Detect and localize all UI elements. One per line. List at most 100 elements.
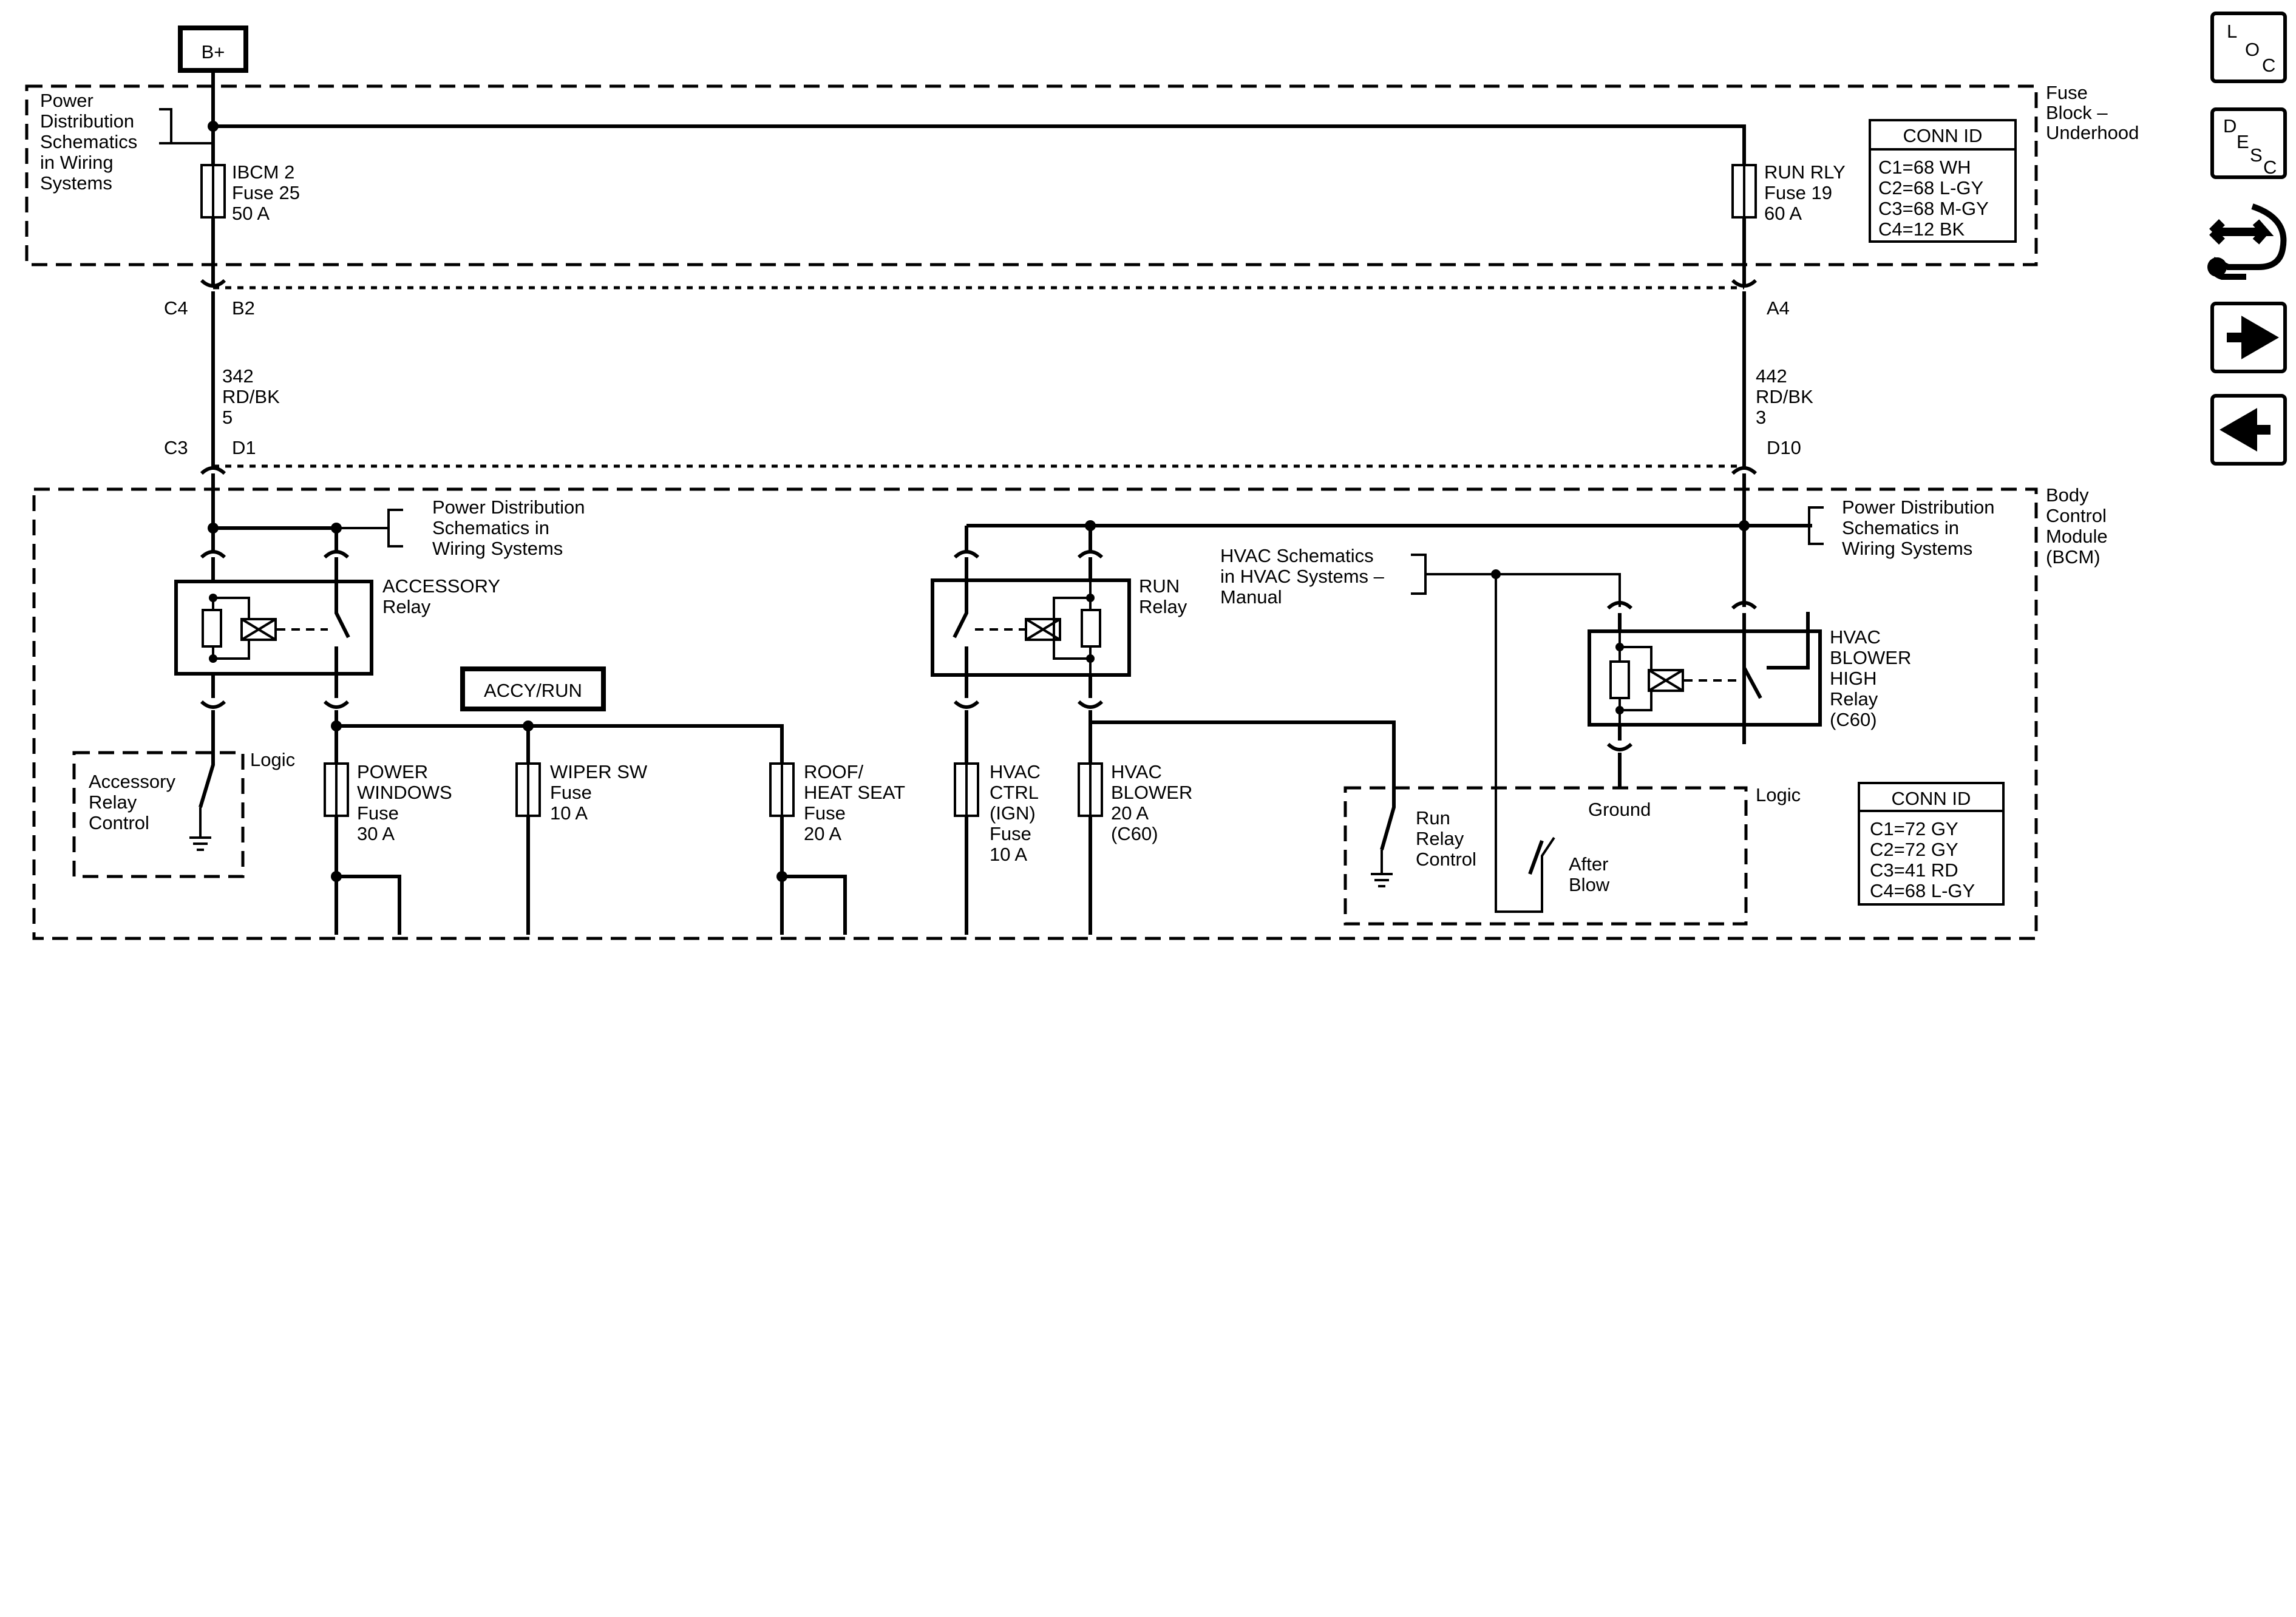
svg-text:Fuse: Fuse [357, 802, 399, 824]
svg-text:Distribution: Distribution [40, 110, 134, 132]
svg-text:60 A: 60 A [1764, 203, 1802, 224]
connector-b2-label: B2 [232, 297, 255, 319]
bcm-pd-ref-right: Power Distribution Schematics in Wiring … [1842, 497, 1995, 559]
svg-text:in HVAC Systems –: in HVAC Systems – [1220, 566, 1385, 587]
bplus-bus [211, 70, 1746, 285]
svg-text:ACCY/RUN: ACCY/RUN [484, 680, 582, 701]
fuse-block-conn-id: CONN ID C1=68 WH C2=68 L-GY C3=68 M-GY C… [1869, 119, 2017, 243]
hvac-schematics-ref: HVAC Schematics in HVAC Systems – Manual [1220, 545, 1385, 608]
svg-text:C3=68 M-GY: C3=68 M-GY [1878, 198, 1989, 219]
svg-text:Wiring Systems: Wiring Systems [432, 538, 563, 559]
svg-text:Control: Control [2046, 505, 2107, 526]
svg-text:(C60): (C60) [1830, 709, 1877, 730]
svg-text:C4=68 L-GY: C4=68 L-GY [1870, 880, 1975, 901]
svg-text:Fuse: Fuse [550, 782, 592, 803]
svg-text:BLOWER: BLOWER [1111, 782, 1192, 803]
svg-text:10 A: 10 A [990, 844, 1027, 865]
bcm-boundary [32, 487, 2038, 940]
svg-text:(C60): (C60) [1111, 823, 1158, 844]
svg-text:Relay: Relay [1416, 828, 1464, 849]
ground-icon [1371, 850, 1393, 887]
bcm-name: Body Control Module (BCM) [2046, 484, 2108, 568]
svg-text:C: C [2262, 55, 2275, 76]
svg-text:in Wiring: in Wiring [40, 152, 114, 173]
fuse-block-ref-text: Power Distribution Schematics in Wiring … [36, 90, 212, 194]
svg-text:Fuse 19: Fuse 19 [1764, 182, 1832, 203]
svg-text:20 A: 20 A [1111, 802, 1149, 824]
svg-text:C1=72 GY: C1=72 GY [1870, 818, 1958, 839]
svg-text:IBCM 2: IBCM 2 [232, 161, 294, 183]
wire-342-label: 342 RD/BK 5 [222, 365, 280, 428]
svg-text:S: S [2250, 144, 2263, 166]
svg-text:(BCM): (BCM) [2046, 546, 2101, 568]
run-rly-fuse-label: RUN RLY Fuse 19 60 A [1764, 161, 1846, 224]
svg-text:C3=41 RD: C3=41 RD [1870, 859, 1958, 881]
run-relay-label: RUN Relay [1139, 575, 1187, 617]
bcm-conn-id: CONN ID C1=72 GY C2=72 GY C3=41 RD C4=68… [1858, 782, 2005, 906]
connector-c4-label: C4 [164, 297, 188, 319]
hvac-ctrl-fuse-label: HVAC CTRL (IGN) Fuse 10 A [990, 761, 1041, 865]
svg-text:Run: Run [1416, 807, 1450, 829]
svg-text:WIPER SW: WIPER SW [550, 761, 648, 782]
hvac-blower-fuse-label: HVAC BLOWER 20 A (C60) [1111, 761, 1192, 844]
fuse-block-name: Fuse Block – Underhood [2046, 82, 2139, 143]
svg-text:Power Distribution: Power Distribution [1842, 497, 1995, 518]
fuse-block-boundary [25, 84, 2038, 266]
svg-text:Fuse: Fuse [990, 823, 1031, 844]
svg-text:Manual: Manual [1220, 586, 1282, 608]
svg-text:Body: Body [2046, 484, 2089, 506]
run-relay [931, 578, 1131, 677]
svg-text:L: L [2227, 21, 2237, 42]
bplus-label: B+ [202, 41, 225, 63]
prev-page-button[interactable] [2210, 394, 2287, 466]
svg-text:RD/BK: RD/BK [222, 386, 280, 407]
accessory-relay-control-label: Accessory Relay Control [89, 771, 175, 833]
svg-text:HEAT SEAT: HEAT SEAT [804, 782, 905, 803]
accessory-relay [174, 580, 373, 676]
svg-text:HVAC: HVAC [1830, 626, 1881, 648]
loc-button[interactable]: L O C [2210, 12, 2287, 83]
svg-text:Relay: Relay [1139, 596, 1187, 617]
svg-text:RUN: RUN [1139, 575, 1180, 597]
bplus-supply: B+ [178, 25, 248, 73]
next-page-button[interactable] [2210, 302, 2287, 373]
svg-text:ROOF/: ROOF/ [804, 761, 864, 782]
accy-run-bus [336, 724, 784, 935]
svg-text:BLOWER: BLOWER [1830, 647, 1911, 668]
svg-text:20 A: 20 A [804, 823, 841, 844]
roof-heat-seat-fuse-label: ROOF/ HEAT SEAT Fuse 20 A [804, 761, 905, 844]
svg-text:Fuse: Fuse [804, 802, 846, 824]
svg-text:Power Distribution: Power Distribution [432, 497, 585, 518]
svg-text:Accessory: Accessory [89, 771, 175, 792]
svg-text:ACCESSORY: ACCESSORY [382, 575, 500, 597]
svg-text:O: O [2245, 39, 2260, 60]
svg-text:D: D [2223, 115, 2237, 137]
svg-text:C4=12 BK: C4=12 BK [1878, 219, 1965, 240]
connector-d10-label: D10 [1767, 437, 1801, 458]
logic-right-label: Logic [1756, 784, 1801, 805]
svg-text:Fuse: Fuse [2046, 82, 2088, 103]
bcm-pd-ref-left: Power Distribution Schematics in Wiring … [432, 497, 585, 559]
svg-text:C2=68 L-GY: C2=68 L-GY [1878, 177, 1983, 198]
svg-text:5: 5 [222, 407, 233, 428]
svg-text:342: 342 [222, 365, 254, 387]
svg-text:442: 442 [1756, 365, 1787, 387]
ground-label: Ground [1588, 799, 1651, 820]
power-windows-fuse-label: POWER WINDOWS Fuse 30 A [357, 761, 452, 844]
svg-text:Fuse 25: Fuse 25 [232, 182, 300, 203]
svg-text:RUN RLY: RUN RLY [1764, 161, 1846, 183]
desc-button[interactable]: D E S C [2210, 107, 2287, 179]
svg-text:Relay: Relay [1830, 688, 1878, 710]
arrow-right-icon [2227, 316, 2279, 359]
connector-a4-label: A4 [1767, 297, 1790, 319]
run-relay-control-label: Run Relay Control [1416, 807, 1476, 870]
after-blow-label: After Blow [1569, 853, 1610, 895]
diagnostic-tool-icon[interactable] [2207, 203, 2287, 280]
svg-text:50 A: 50 A [232, 203, 270, 224]
svg-text:Relay: Relay [382, 596, 431, 617]
wiper-sw-fuse-label: WIPER SW Fuse 10 A [550, 761, 648, 824]
hvac-blower-high-relay-label: HVAC BLOWER HIGH Relay (C60) [1830, 626, 1911, 730]
svg-text:POWER: POWER [357, 761, 428, 782]
svg-text:Wiring Systems: Wiring Systems [1842, 538, 1972, 559]
accessory-relay-control-logic [72, 751, 245, 878]
